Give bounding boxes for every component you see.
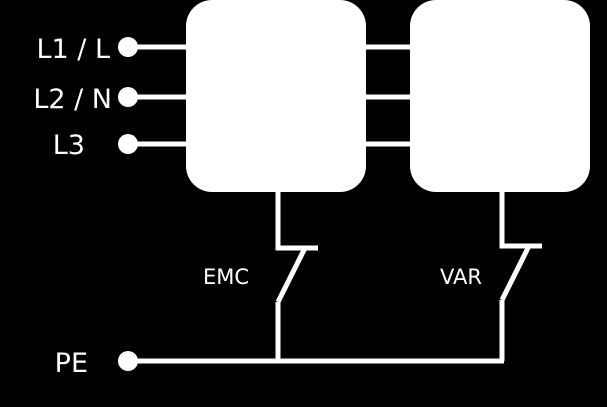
terminal-pe-dot — [118, 351, 138, 371]
terminal-l2-label: L2 / N — [33, 84, 112, 115]
emc-switch-blade — [275, 246, 308, 304]
var-switch-blade — [499, 244, 532, 302]
terminal-l2-dot — [118, 87, 138, 107]
emc-filter-block — [186, 0, 366, 192]
varistor-block — [410, 0, 590, 192]
terminal-l1-dot — [118, 37, 138, 57]
terminal-l1-label: L1 / L — [36, 34, 110, 65]
emc-switch-label: EMC — [203, 265, 249, 289]
terminal-l3-label: L3 — [53, 130, 85, 161]
var-switch-label: VAR — [440, 265, 482, 289]
terminal-pe-label: PE — [55, 348, 88, 379]
terminal-l3-dot — [118, 134, 138, 154]
